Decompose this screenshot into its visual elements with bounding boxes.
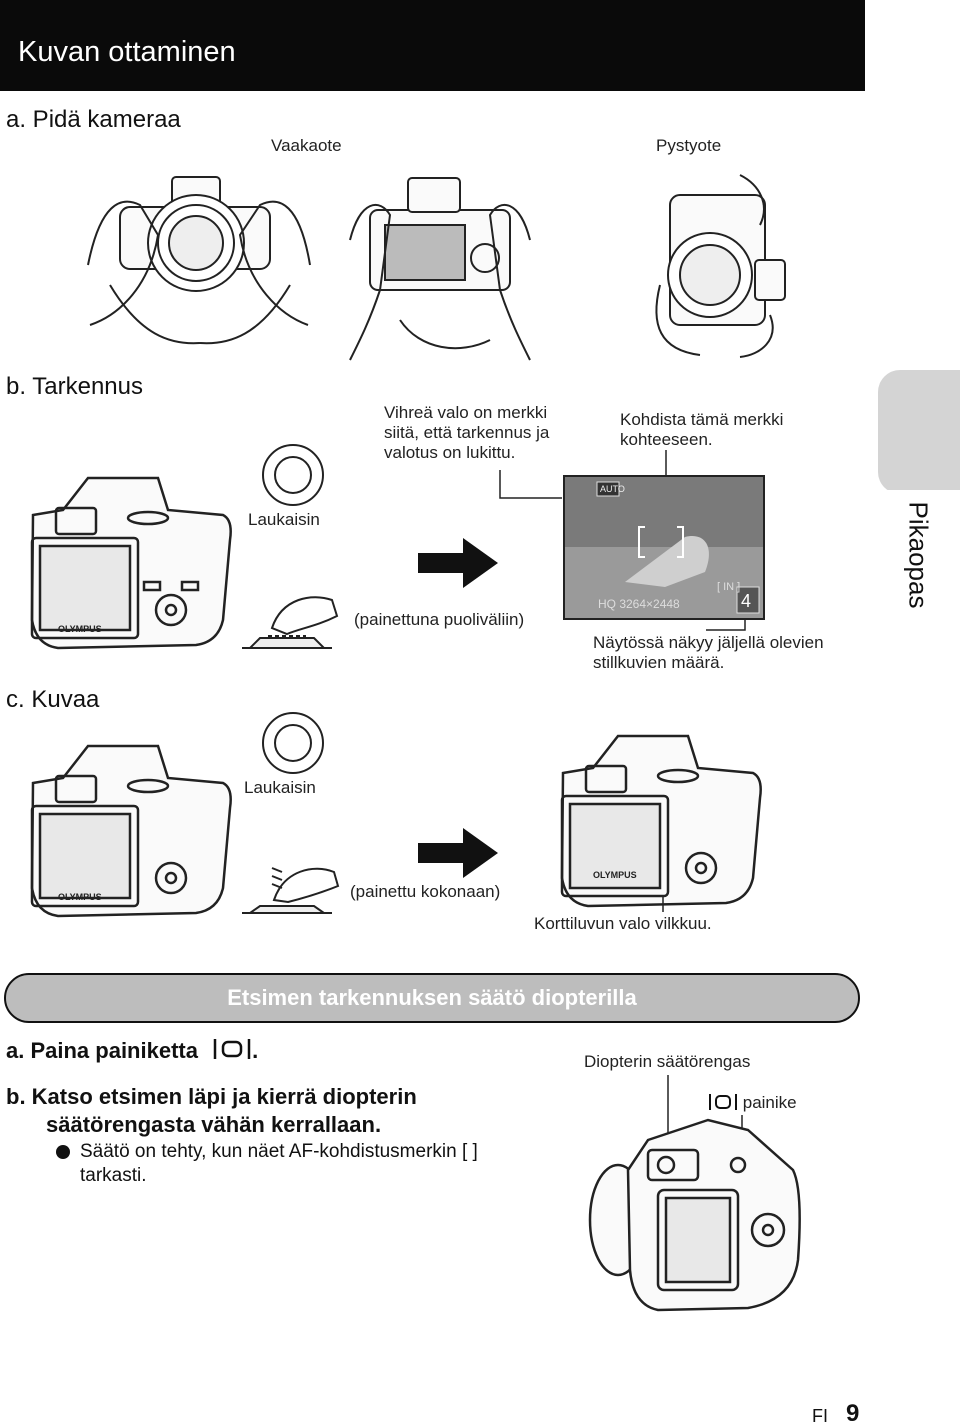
lcd-screen: AUTO HQ 3264×2448 [ IN ] 4: [563, 475, 765, 620]
side-tab-body: [886, 490, 960, 640]
shutter-button-c: [262, 712, 324, 774]
arrow-b: [418, 538, 498, 588]
step-b-line: säätörengasta vähän kerrallaan.: [46, 1112, 382, 1137]
full-press-label: (painettu kokonaan): [350, 882, 501, 901]
remaining-text: Näytössä näkyy jäljellä olevien stillkuv…: [593, 633, 824, 673]
camera-back-c-right: OLYMPUS: [560, 734, 762, 908]
lcd-count: 4: [741, 591, 752, 611]
shutter-label-b: Laukaisin: [248, 510, 320, 529]
brand-label: OLYMPUS: [58, 892, 102, 902]
shutter-label-c: Laukaisin: [244, 778, 316, 797]
illustration-hold-horizontal-front: [87, 176, 311, 345]
button-label-row: painike: [708, 1092, 797, 1113]
brand-label: OLYMPUS: [58, 624, 102, 634]
camera-back-b: OLYMPUS: [30, 476, 232, 650]
diopter-button-icon: [212, 1037, 252, 1068]
green-light-line: valotus on lukittu.: [384, 443, 516, 462]
green-light-line: Vihreä valo on merkki: [384, 403, 548, 422]
aim-mark-line: Kohdista tämä merkki: [620, 410, 784, 429]
aim-mark-text: Kohdista tämä merkki kohteeseen.: [620, 410, 783, 450]
arrow-c: [418, 828, 498, 878]
finger-press-half: [242, 596, 339, 649]
remaining-line: stillkuvien määrä.: [593, 653, 725, 672]
note-text: Säätö on tehty, kun näet AF-kohdistusmer…: [80, 1140, 478, 1188]
step-a-text: a. Paina painiketta .: [6, 1037, 258, 1068]
page-number: 9: [846, 1400, 860, 1427]
lcd-memory: [ IN ]: [717, 581, 741, 593]
section-b-heading: b. Tarkennus: [6, 373, 143, 400]
illustration-hold-horizontal-back: [349, 177, 531, 361]
note-line: Säätö on tehty, kun näet AF-kohdistusmer…: [80, 1141, 478, 1162]
step-b-line: b. Katso etsimen läpi ja kierrä diopteri…: [6, 1084, 417, 1109]
note-line: tarkasti.: [80, 1165, 147, 1186]
lcd-quality: HQ 3264×2448: [598, 597, 680, 611]
bullet-icon: [56, 1145, 70, 1159]
header-bar: [0, 0, 865, 91]
lcd-scene: [565, 477, 763, 618]
button-label: painike: [742, 1093, 797, 1112]
side-tab: [878, 370, 960, 494]
page-title: Kuvan ottaminen: [18, 36, 236, 68]
step-a-label: a. Paina painiketta: [6, 1038, 198, 1063]
shutter-button-b: [262, 444, 324, 506]
label-pystyote: Pystyote: [656, 136, 722, 155]
camera-back-c-left: OLYMPUS: [30, 744, 232, 918]
camera-diopter: [588, 1118, 801, 1312]
section-a-heading: a. Pidä kameraa: [6, 106, 181, 133]
ring-label: Diopterin säätörengas: [584, 1052, 751, 1071]
brand-label: OLYMPUS: [593, 870, 637, 880]
section-c-heading: c. Kuvaa: [6, 686, 100, 713]
page-language: FI: [812, 1406, 828, 1426]
step-b-text: b. Katso etsimen läpi ja kierrä diopteri…: [6, 1083, 417, 1139]
lcd-mode: AUTO: [600, 484, 625, 494]
finger-press-full: [242, 867, 340, 914]
half-press-label: (painettuna puoliväliin): [354, 610, 525, 629]
diopter-button-small-icon: [709, 1094, 737, 1110]
diopter-title-bar: [4, 973, 860, 1023]
remaining-line: Näytössä näkyy jäljellä olevien: [593, 633, 824, 652]
label-vaakaote: Vaakaote: [271, 136, 342, 155]
diopter-title: Etsimen tarkennuksen säätö diopterilla: [227, 985, 637, 1010]
green-light-text: Vihreä valo on merkki siitä, että tarken…: [384, 403, 549, 463]
step-a-period: .: [252, 1038, 259, 1063]
green-light-line: siitä, että tarkennus ja: [384, 423, 550, 442]
illustration-hold-vertical: [655, 174, 786, 358]
card-light-text: Korttiluvun valo vilkkuu.: [534, 914, 712, 933]
aim-mark-line: kohteeseen.: [620, 430, 713, 449]
